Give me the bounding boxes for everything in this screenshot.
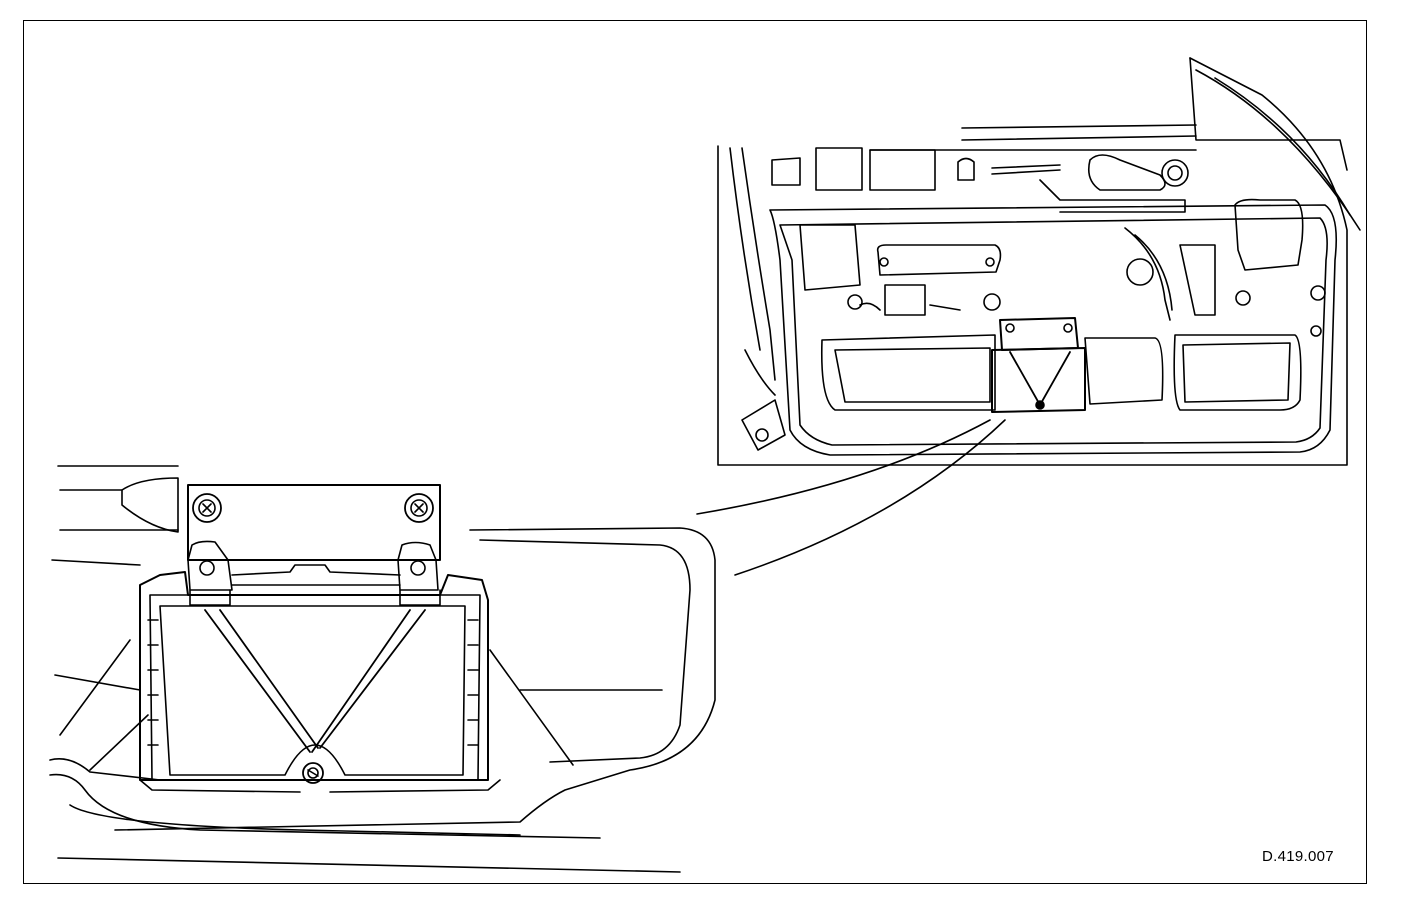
figure-frame: [23, 20, 1367, 884]
trim-clip: [122, 478, 178, 532]
door-top-opening-1: [772, 158, 800, 185]
door-lower-opening-left: [822, 335, 995, 410]
callout-line-lower: [735, 420, 1005, 575]
mounting-hole-right: [411, 561, 425, 575]
figure-reference-code: D.419.007: [1262, 848, 1334, 865]
module-detail: [50, 466, 715, 872]
door-top-opening-2: [816, 148, 862, 190]
fixing-screw-bottom: [303, 763, 323, 783]
door-regulator-arm: [1125, 228, 1172, 320]
door-lower-opening-right: [1174, 335, 1301, 410]
door-inner-panel: [770, 205, 1336, 455]
door-overview: [718, 58, 1360, 465]
mounting-hole-left: [200, 561, 214, 575]
door-lower-opening-middle: [1085, 338, 1163, 404]
door-window-frame-inner: [1190, 58, 1347, 170]
module-mounting-plate: [188, 485, 440, 560]
mounting-screw-left: [193, 494, 221, 522]
door-upper-opening-left: [800, 225, 860, 290]
door-speaker-grille: [878, 245, 1001, 275]
door-top-opening-3: [870, 150, 935, 190]
control-module-face: [160, 606, 465, 775]
door-lock-cylinder: [1162, 160, 1188, 186]
door-window-frame: [718, 58, 1347, 465]
retaining-strap-left: [205, 610, 318, 752]
door-lock-rod: [992, 165, 1060, 174]
callout-line-upper: [697, 420, 990, 514]
door-upper-opening-right: [1235, 200, 1303, 270]
door-handle-recess: [1089, 155, 1165, 190]
module-location-marker: [992, 318, 1085, 412]
door-sill-contour: [50, 759, 600, 838]
retaining-strap-right: [312, 610, 425, 752]
mounting-screw-right: [405, 494, 433, 522]
door-top-opening-4: [958, 159, 974, 181]
